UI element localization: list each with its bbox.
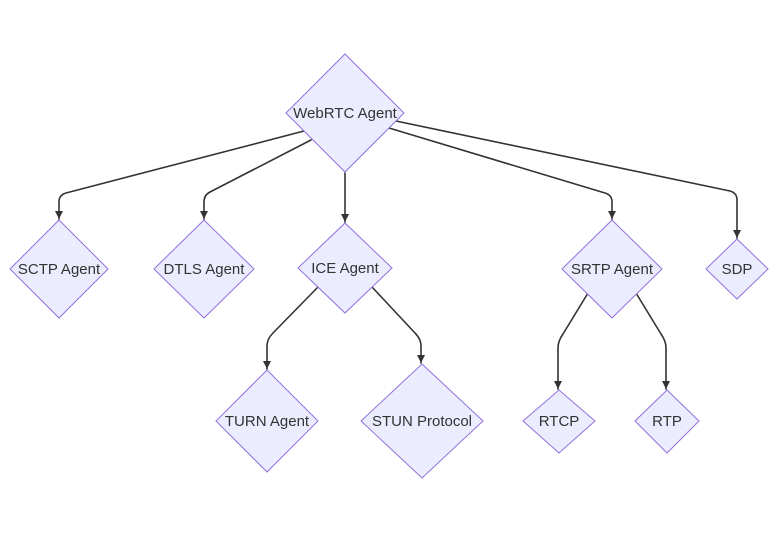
node-sdp-label: SDP — [722, 261, 753, 278]
edge-webrtc-sctp — [55, 130, 305, 220]
node-sdp: SDP — [705, 238, 769, 300]
edge-webrtc-dtls — [200, 139, 312, 220]
node-sctp-shape — [9, 219, 109, 319]
node-stun-shape — [360, 363, 484, 479]
node-ice: ICE Agent — [297, 222, 393, 314]
node-stun: STUN Protocol — [360, 363, 484, 479]
node-turn: TURN Agent — [215, 369, 319, 473]
node-dtls: DTLS Agent — [153, 219, 255, 319]
node-dtls-label: DTLS Agent — [164, 261, 246, 278]
node-turn-label: TURN Agent — [225, 413, 310, 430]
node-ice-label: ICE Agent — [311, 260, 379, 277]
node-srtp-shape — [561, 219, 663, 319]
node-turn-shape — [215, 369, 319, 473]
edge-ice-stun — [371, 286, 425, 364]
node-rtcp: RTCP — [522, 389, 596, 454]
node-rtp-shape — [634, 389, 700, 454]
node-rtcp-label: RTCP — [539, 413, 580, 430]
edge-webrtc-sdp — [395, 120, 741, 239]
edge-ice-turn — [263, 286, 319, 370]
node-webrtc-label: WebRTC Agent — [293, 105, 397, 122]
node-ice-shape — [297, 222, 393, 314]
node-sctp: SCTP Agent — [9, 219, 109, 319]
node-webrtc: WebRTC Agent — [285, 53, 405, 173]
node-srtp-label: SRTP Agent — [571, 261, 654, 278]
edge-webrtc-srtp — [388, 127, 616, 220]
edges — [55, 120, 741, 390]
node-webrtc-shape — [285, 53, 405, 173]
edge-srtp-rtcp — [554, 292, 589, 390]
node-rtp-label: RTP — [652, 413, 682, 430]
node-srtp: SRTP Agent — [561, 219, 663, 319]
node-sctp-label: SCTP Agent — [18, 261, 101, 278]
node-rtcp-shape — [522, 389, 596, 454]
node-dtls-shape — [153, 219, 255, 319]
node-rtp: RTP — [634, 389, 700, 454]
node-sdp-shape — [705, 238, 769, 300]
edge-srtp-rtp — [635, 292, 670, 390]
node-stun-label: STUN Protocol — [372, 413, 472, 430]
